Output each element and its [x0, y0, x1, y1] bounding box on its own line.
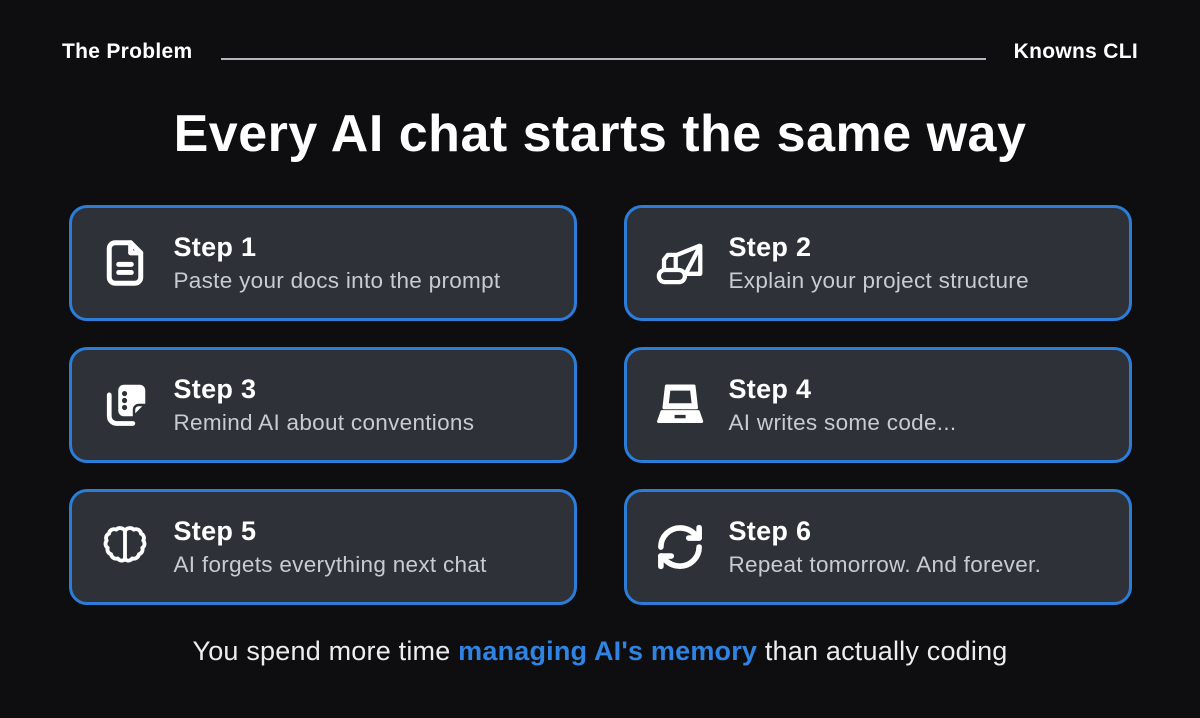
footer-highlight: managing AI's memory — [458, 636, 758, 666]
step-card-text: Step 3 Remind AI about conventions — [174, 374, 475, 436]
step-card-text: Step 4 AI writes some code... — [729, 374, 957, 436]
step-card-1: Step 1 Paste your docs into the prompt — [68, 205, 577, 321]
bulldozer-icon — [653, 236, 707, 290]
step-card-3: Step 3 Remind AI about conventions — [68, 347, 577, 463]
step-description: Explain your project structure — [728, 268, 1029, 293]
step-description: Remind AI about conventions — [173, 410, 475, 435]
steps-grid: Step 1 Paste your docs into the prompt S… — [68, 205, 1132, 605]
header-right-label: Knowns CLI — [1013, 40, 1138, 63]
footer-prefix: You spend more time — [192, 636, 459, 666]
header-divider-line — [220, 58, 986, 60]
step-card-2: Step 2 Explain your project structure — [623, 205, 1132, 321]
step-card-text: Step 5 AI forgets everything next chat — [174, 516, 487, 578]
laptop-icon — [653, 378, 707, 432]
step-label: Step 5 — [173, 516, 257, 546]
step-card-5: Step 5 AI forgets everything next chat — [68, 489, 577, 605]
step-description: AI writes some code... — [728, 410, 957, 435]
step-label: Step 1 — [173, 232, 257, 262]
sticky-note-icon — [98, 378, 152, 432]
step-card-6: Step 6 Repeat tomorrow. And forever. — [623, 489, 1132, 605]
page-title: Every AI chat starts the same way — [173, 105, 1027, 163]
step-description: Repeat tomorrow. And forever. — [728, 552, 1042, 577]
step-label: Step 6 — [728, 516, 812, 546]
step-card-4: Step 4 AI writes some code... — [623, 347, 1132, 463]
step-card-text: Step 2 Explain your project structure — [729, 232, 1029, 294]
brain-icon — [98, 520, 152, 574]
header: The Problem Knowns CLI — [0, 0, 1200, 64]
step-label: Step 3 — [173, 374, 257, 404]
step-label: Step 4 — [728, 374, 812, 404]
footer-suffix: than actually coding — [757, 636, 1008, 666]
repeat-icon — [653, 520, 707, 574]
document-icon — [98, 236, 152, 290]
header-left-label: The Problem — [62, 40, 193, 63]
footer-text: You spend more time managing AI's memory… — [0, 636, 1200, 667]
step-label: Step 2 — [728, 232, 812, 262]
step-card-text: Step 6 Repeat tomorrow. And forever. — [729, 516, 1042, 578]
step-description: Paste your docs into the prompt — [173, 268, 501, 293]
step-description: AI forgets everything next chat — [173, 552, 487, 577]
step-card-text: Step 1 Paste your docs into the prompt — [174, 232, 501, 294]
